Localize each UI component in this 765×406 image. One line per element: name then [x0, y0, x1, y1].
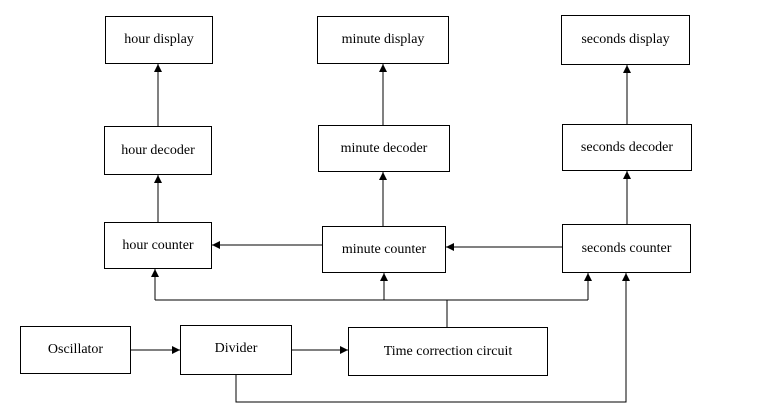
seconds-decoder-label: seconds decoder — [580, 139, 674, 155]
time-correction-label: Time correction circuit — [383, 343, 513, 359]
minute-counter-label: minute counter — [341, 241, 427, 257]
hour-decoder-label: hour decoder — [121, 142, 195, 158]
time-correction-block: Time correction circuit — [348, 327, 548, 376]
minute-decoder-block: minute decoder — [318, 125, 450, 172]
hour-counter-block: hour counter — [104, 222, 212, 269]
minute-display-label: minute display — [341, 32, 425, 47]
seconds-display-label: seconds display — [581, 32, 670, 47]
divider-label: Divider — [214, 341, 258, 356]
hour-decoder-block: hour decoder — [104, 126, 212, 175]
seconds-decoder-block: seconds decoder — [562, 124, 692, 171]
seconds-counter-block: seconds counter — [562, 224, 691, 273]
divider-block: Divider — [180, 325, 292, 375]
seconds-counter-label: seconds counter — [581, 240, 672, 256]
hour-counter-label: hour counter — [122, 237, 194, 253]
minute-counter-block: minute counter — [322, 226, 446, 273]
arrow-divider-to-seconds-counter — [235, 273, 630, 403]
seconds-display-block: seconds display — [561, 15, 690, 65]
oscillator-label: Oscillator — [47, 342, 104, 357]
minute-display-block: minute display — [317, 16, 449, 64]
oscillator-block: Oscillator — [20, 326, 131, 374]
hour-display-block: hour display — [105, 16, 213, 64]
minute-decoder-label: minute decoder — [340, 140, 428, 156]
hour-display-label: hour display — [124, 32, 194, 47]
